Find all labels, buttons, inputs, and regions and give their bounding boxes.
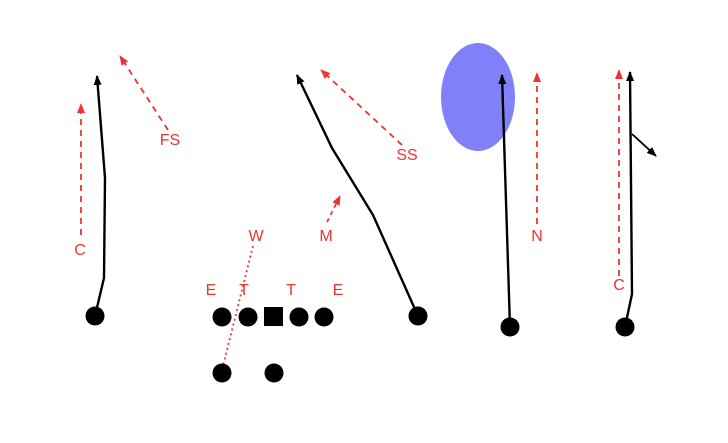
defender-label-e-right: E bbox=[333, 282, 344, 299]
offense-player-backfield-right bbox=[264, 363, 284, 383]
offense-player-far-right bbox=[615, 317, 635, 337]
defender-label-w: W bbox=[248, 228, 264, 245]
offense-player-slot-right bbox=[408, 306, 428, 326]
offense-player-right-guard bbox=[289, 307, 309, 327]
offense-player-backfield-left bbox=[212, 363, 232, 383]
offense-player-left-guard bbox=[238, 307, 258, 327]
defender-label-e-left: E bbox=[206, 282, 217, 299]
defender-label-t-left: T bbox=[239, 282, 249, 299]
blitz-w bbox=[221, 245, 254, 371]
route-far-right-vertical bbox=[623, 71, 635, 328]
defender-label-fs: FS bbox=[160, 132, 180, 149]
offense-center-square bbox=[264, 307, 283, 326]
drop-ss bbox=[320, 69, 403, 146]
drop-fs bbox=[119, 55, 169, 131]
offense-player-wide-right bbox=[500, 317, 520, 337]
offense-player-left-tackle bbox=[212, 307, 232, 327]
zone-coverage-ellipse bbox=[441, 43, 515, 151]
defender-label-m: M bbox=[319, 228, 332, 245]
defender-label-c-right: C bbox=[613, 277, 625, 294]
defender-label-t-right: T bbox=[286, 282, 296, 299]
defender-label-n: N bbox=[531, 228, 543, 245]
route-slot-right bbox=[295, 74, 420, 317]
offense-player-right-tackle bbox=[314, 307, 334, 327]
drop-m bbox=[326, 195, 341, 223]
defender-label-c-left: C bbox=[74, 242, 86, 259]
route-wide-right-vertical bbox=[498, 74, 512, 328]
route-left-receiver bbox=[93, 75, 107, 317]
route-far-right-branch bbox=[631, 133, 657, 157]
offense-player-left-receiver bbox=[85, 306, 105, 326]
defender-label-ss: SS bbox=[396, 147, 417, 164]
